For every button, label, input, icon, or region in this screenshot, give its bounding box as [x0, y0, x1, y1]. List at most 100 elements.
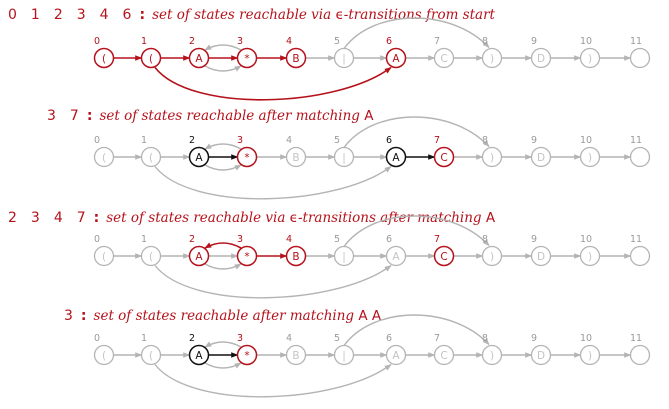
caption-colon: : — [87, 108, 93, 124]
caption-symbol: ϵ — [335, 7, 343, 23]
state-label: * — [244, 53, 249, 65]
state-label: ( — [149, 350, 153, 362]
state-7: C7 — [433, 333, 455, 366]
state-index: 5 — [334, 135, 340, 146]
transition-loop32 — [204, 143, 242, 150]
transition-b1_6 — [154, 264, 392, 299]
state-10: ) 10 — [579, 234, 601, 267]
state-circle — [530, 146, 552, 168]
state-index: 4 — [286, 333, 292, 344]
state-3: *3 — [236, 333, 258, 366]
state-4: B4 — [285, 333, 307, 366]
state-circle — [481, 245, 503, 267]
state-circle — [333, 245, 355, 267]
state-index: 9 — [531, 135, 537, 146]
state-index: 11 — [630, 36, 642, 47]
state-index: 2 — [189, 333, 195, 344]
state-circle — [236, 344, 258, 366]
state-9: D9 — [530, 36, 552, 69]
reachable-state-numbers: 0 1 2 3 4 6 — [8, 7, 132, 23]
state-circle — [333, 146, 355, 168]
state-0: (0 — [93, 234, 115, 267]
state-circle — [236, 146, 258, 168]
state-index: 10 — [580, 234, 592, 245]
state-label: ) — [588, 251, 592, 263]
reachable-state-numbers: 2 3 4 7 — [8, 210, 86, 226]
state-index: 4 — [286, 135, 292, 146]
state-1: (1 — [140, 135, 162, 168]
state-10: )10 — [579, 36, 601, 69]
state-index: 6 — [386, 234, 392, 245]
state-index: 8 — [482, 234, 488, 245]
transition-a5_8 — [343, 116, 490, 148]
transition-loop23 — [204, 65, 242, 72]
state-index: 0 — [94, 36, 100, 47]
row-caption: 0 1 2 3 4 6:set of states reachable via … — [8, 7, 496, 23]
state-4: B4 — [285, 234, 307, 267]
row-caption: 2 3 4 7:set of states reachable via ϵ-tr… — [8, 210, 496, 226]
state-circle — [285, 344, 307, 366]
state-label: | — [342, 152, 346, 164]
state-index: 9 — [531, 333, 537, 344]
state-index: 0 — [94, 333, 100, 344]
caption-symbol: ϵ — [290, 210, 298, 226]
state-3: *3 — [236, 135, 258, 168]
state-10: )10 — [579, 333, 601, 366]
state-label: D — [537, 152, 545, 164]
state-circle — [530, 344, 552, 366]
state-5: |5 — [333, 36, 355, 69]
state-label: B — [292, 53, 299, 65]
state-0: (0 — [93, 36, 115, 69]
state-index: 10 — [580, 333, 592, 344]
state-index: 1 — [141, 333, 147, 344]
state-label: B — [292, 251, 299, 263]
state-9: D9 — [530, 333, 552, 366]
state-circle — [530, 245, 552, 267]
state-circle — [481, 47, 503, 69]
state-label: B — [292, 350, 299, 362]
state-11: 11 — [629, 135, 651, 168]
state-index: 11 — [630, 135, 642, 146]
state-10: )10 — [579, 135, 601, 168]
state-5: |5 — [333, 333, 355, 366]
state-label: ) — [490, 53, 494, 65]
state-index: 2 — [189, 36, 195, 47]
state-circle — [481, 146, 503, 168]
state-index: 11 — [630, 234, 642, 245]
state-label: | — [342, 251, 346, 263]
transition-a5_8 — [343, 215, 490, 247]
caption-text: set of states reachable via — [152, 7, 335, 23]
state-circle — [629, 344, 651, 366]
transition-loop32 — [204, 44, 242, 51]
state-label: ( — [149, 53, 153, 65]
state-circle — [385, 47, 407, 69]
state-label: C — [440, 251, 447, 263]
state-index: 0 — [94, 135, 100, 146]
state-circle — [140, 344, 162, 366]
state-index: 5 — [334, 234, 340, 245]
caption-colon: : — [139, 7, 145, 23]
state-index: 8 — [482, 135, 488, 146]
state-2: A2 — [188, 234, 210, 267]
state-label: ) — [490, 350, 494, 362]
transition-a5_8 — [343, 314, 490, 346]
state-circle — [93, 245, 115, 267]
state-index: 11 — [630, 333, 642, 344]
state-index: 7 — [434, 234, 440, 245]
state-label: A — [392, 350, 400, 362]
state-1: (1 — [140, 234, 162, 267]
caption-colon: : — [81, 308, 87, 324]
state-circle — [93, 47, 115, 69]
state-label: B — [292, 152, 299, 164]
transition-b1_6 — [154, 165, 392, 200]
state-index: 9 — [531, 234, 537, 245]
state-4: B4 — [285, 135, 307, 168]
state-8: )8 — [481, 135, 503, 168]
caption-symbol: A A — [358, 308, 382, 324]
state-6: A6 — [385, 36, 407, 69]
state-circle — [93, 146, 115, 168]
transition-loop23 — [204, 263, 242, 270]
state-index: 8 — [482, 36, 488, 47]
state-0: (0 — [93, 135, 115, 168]
state-11: 11 — [629, 234, 651, 267]
